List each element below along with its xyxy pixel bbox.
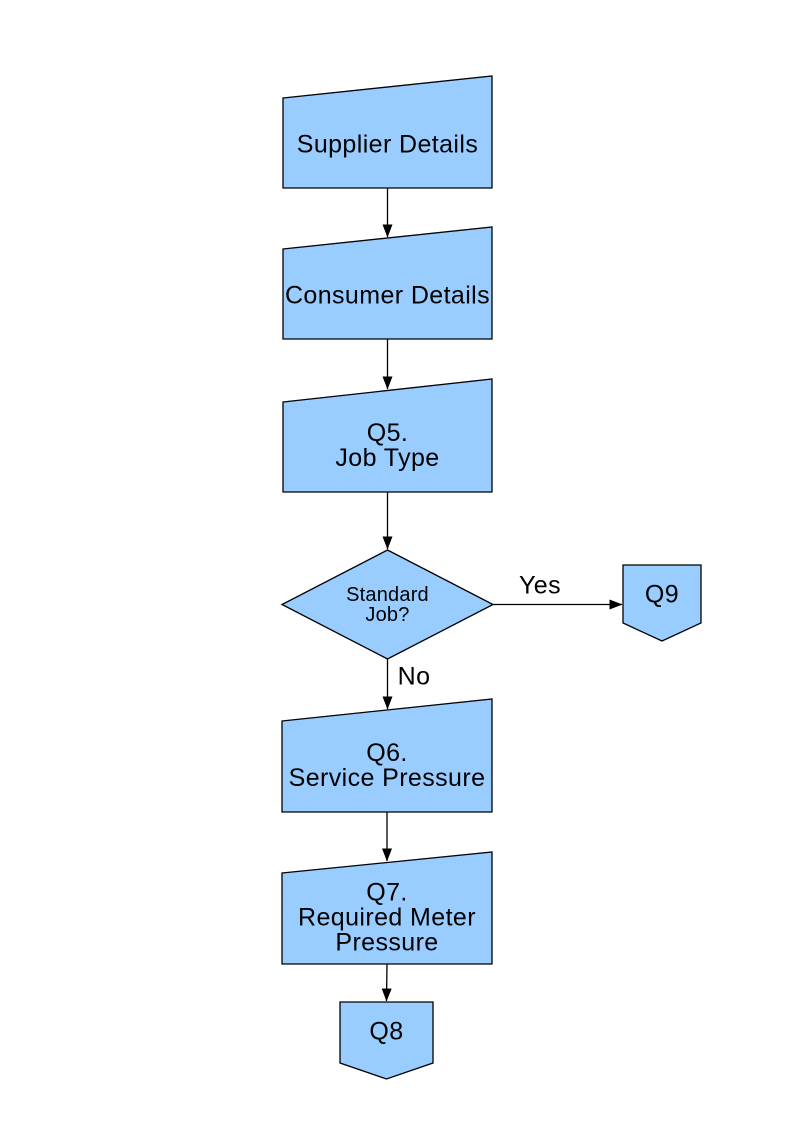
q9-connector-label: Q9: [644, 580, 680, 609]
q8-connector-shape: [339, 1001, 434, 1080]
q8-connector-label: Q8: [369, 1017, 404, 1046]
supplier-details-label: Supplier Details: [296, 130, 479, 159]
standard-job-decision-label: Standard Job?: [346, 584, 429, 626]
q9-connector-shape: [622, 564, 702, 642]
q7-required-meter-pressure-shape: [281, 851, 493, 965]
consumer-details-shape: [282, 226, 493, 340]
edge-q7-to-q8: [381, 963, 392, 1002]
supplier-details-shape: [282, 75, 493, 189]
q7-required-meter-pressure-label: Q7. Required Meter Pressure: [298, 878, 476, 957]
yes-branch-label: Yes: [519, 571, 561, 600]
q5-job-type-label: Q5. Job Type: [335, 419, 440, 472]
q6-service-pressure-label: Q6. Service Pressure: [288, 739, 486, 792]
standard-job-decision-shape: [280, 549, 495, 660]
no-branch-label: No: [397, 662, 431, 691]
q6-service-pressure-shape: [281, 698, 493, 813]
q5-job-type-shape: [282, 378, 493, 493]
consumer-details-label: Consumer Details: [284, 281, 491, 310]
